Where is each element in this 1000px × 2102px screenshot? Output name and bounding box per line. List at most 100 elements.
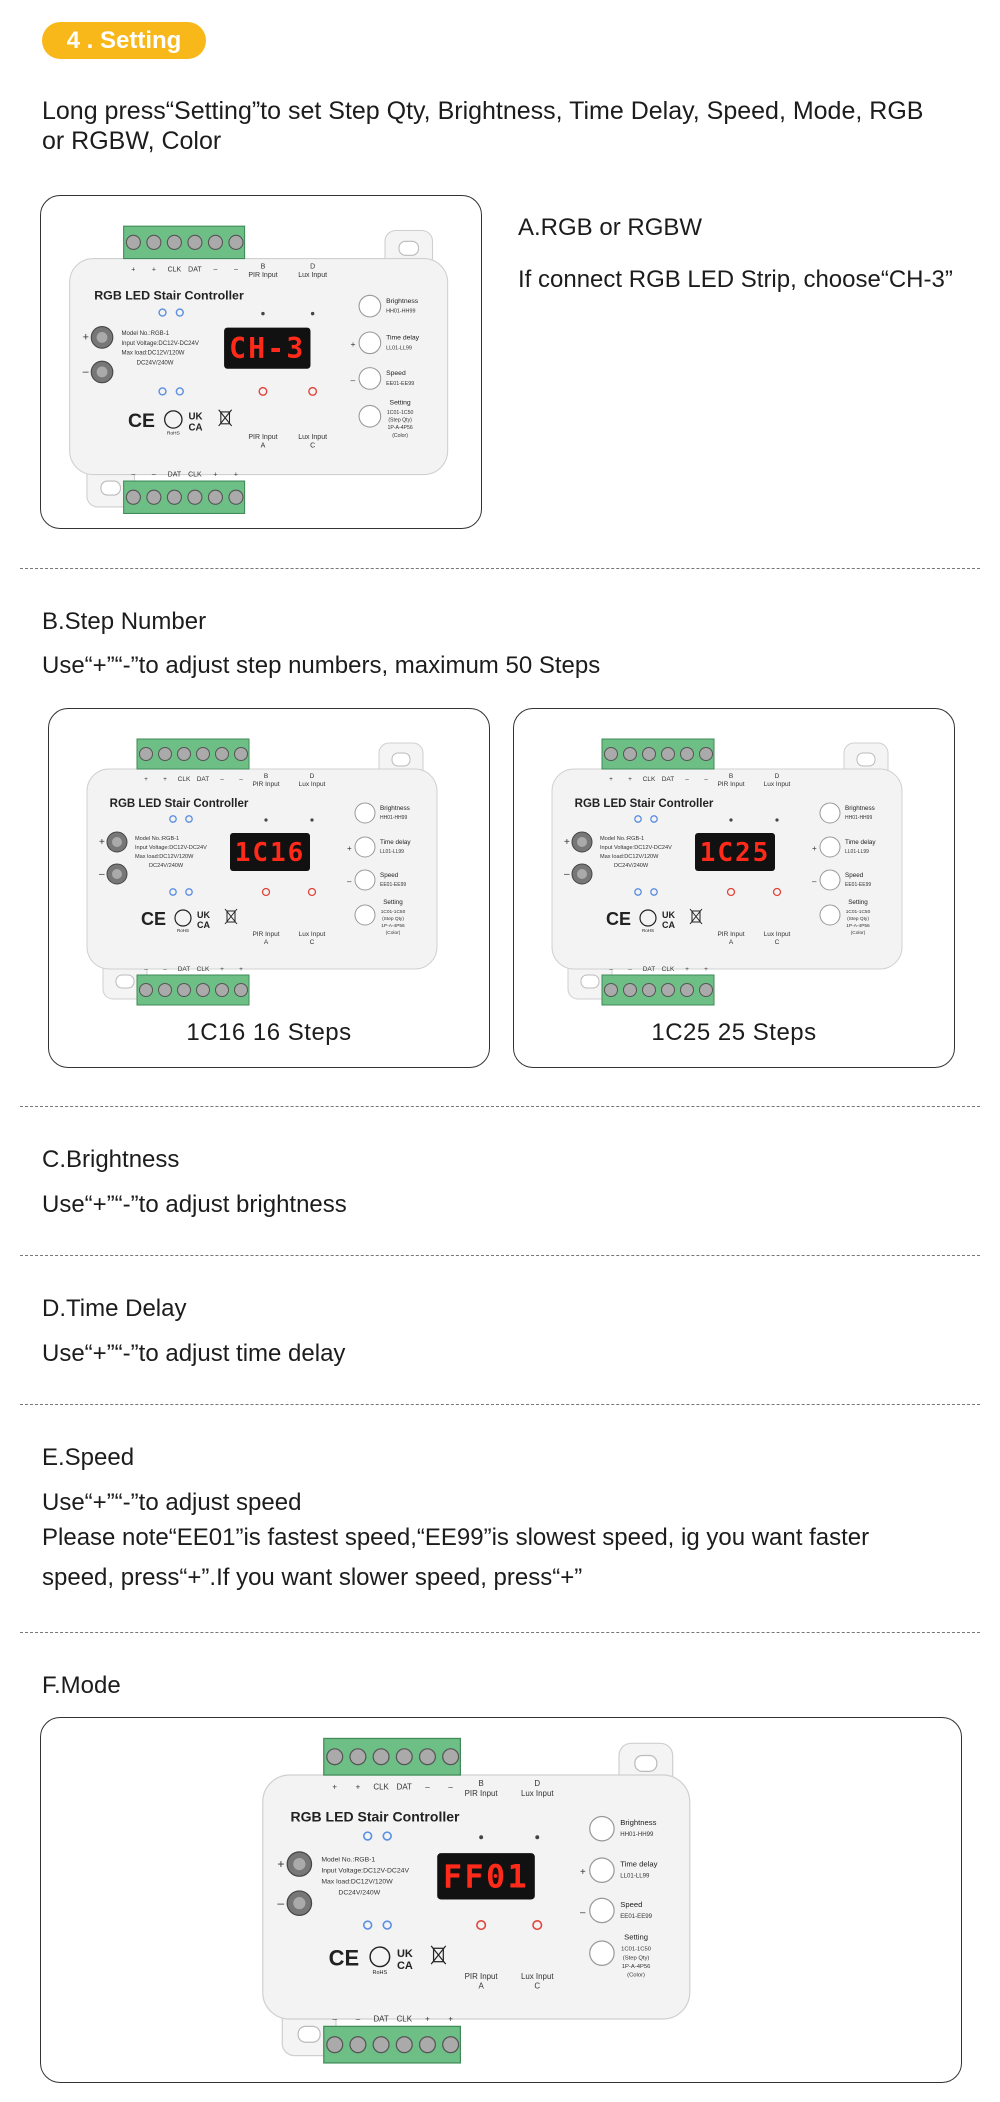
svg-text:+: + [277,1857,284,1871]
input-voltage-text: Input Voltage:DC12V-DC24V [135,845,207,851]
status-led [650,888,658,896]
input-d-label: D [310,263,315,270]
terminal-screw [680,983,694,997]
sensor-dot [479,1835,484,1840]
rohs-icon [369,1946,391,1968]
terminal-screw [146,489,162,505]
terminal-label: + [356,1783,361,1792]
display-readout: CH-3 [229,332,305,365]
terminal-label: – [239,776,243,783]
svg-text:Speed: Speed [845,872,864,879]
svg-text:–: – [564,869,570,880]
ukca-mark: UK [188,411,202,422]
input-a-label: A [264,939,269,946]
time-delay-button: + Time delay LL01-LL99 [812,836,876,858]
terminal-screw [228,489,244,505]
terminal-screw [623,747,637,761]
terminal-screw [158,747,172,761]
svg-text:–: – [347,877,352,886]
terminal-label: CLK [643,776,656,783]
model-text: Model No.:RGB-1 [600,836,644,842]
sensor-led-red [476,1920,487,1931]
terminal-screw [177,983,191,997]
terminal-label: + [332,1783,337,1792]
plus-knob: + [277,1851,313,1877]
terminal-label: CLK [168,267,182,274]
sensor-led-red [258,386,268,396]
pir-input-label-top: PIR Input [717,781,744,788]
sensor-dot [261,311,265,316]
ce-mark: CE [128,410,155,432]
weee-bin-icon [218,409,233,427]
terminal-screw [418,1748,437,1766]
section-a-title: A.RGB or RGBW [518,214,703,241]
svg-text:(Color): (Color) [392,433,408,439]
lux-input-label-bottom: Lux Input [299,931,326,938]
sensor-dot [310,311,315,316]
svg-text:+: + [350,339,355,349]
svg-text:RoHS: RoHS [167,431,181,437]
terminal-screw [349,2036,367,2054]
max-load-text-2: DC24V/240W [614,863,649,869]
pir-input-label-top: PIR Input [465,1789,499,1798]
svg-text:CA: CA [397,1960,413,1972]
sensor-led-red [726,887,736,897]
terminal-screw [234,983,248,997]
status-led [382,1920,392,1930]
terminal-label: CLK [662,966,675,973]
speed-button: – Speed EE01-EE99 [580,1897,653,1924]
lux-input-label-bottom: Lux Input [298,434,327,441]
terminal-screw [326,2036,344,2054]
input-voltage-text: Input Voltage:DC12V-DC24V [121,341,198,347]
terminal-screw [215,983,229,997]
terminal-screw [207,234,224,250]
svg-text:EE01-EE99: EE01-EE99 [620,1913,652,1920]
brightness-button: Brightness HH01-HH99 [358,294,419,318]
status-led [634,888,642,896]
sensor-led-red [308,386,318,396]
terminal-screw [177,747,191,761]
controller-title: RGB LED Stair Controller [94,289,244,303]
terminal-label: – [333,2014,338,2023]
plus-knob: + [99,831,128,853]
minus-knob: – [99,863,128,885]
led-display: 1C16 [230,833,310,871]
svg-text:CA: CA [662,920,675,930]
terminal-screw [234,747,248,761]
svg-text:–: – [812,877,817,886]
terminal-screw [196,983,210,997]
brightness-button: Brightness HH01-HH99 [819,802,875,824]
terminal-label: + [234,472,238,479]
max-load-text-2: DC24V/240W [338,1890,380,1897]
svg-text:–: – [350,375,355,385]
svg-text:Brightness: Brightness [620,1818,656,1827]
status-led [169,815,177,823]
terminal-label: + [213,472,217,479]
terminal-label: + [704,966,708,973]
certification-marks: CE RoHS UK CA [606,908,703,933]
status-led [175,308,184,317]
section-f-title: F.Mode [42,1672,121,1699]
input-c-label: C [310,939,315,946]
sensor-dot [535,1835,540,1840]
divider [20,1255,980,1256]
display-readout: FF01 [443,1859,529,1895]
svg-text:(Step Qty): (Step Qty) [388,418,412,424]
svg-text:+: + [812,844,817,853]
top-terminal-block [601,738,715,770]
speed-button: – Speed EE01-EE99 [812,869,871,891]
lux-input-label-top: Lux Input [764,781,791,788]
certification-marks: CE RoHS UK CA [128,409,233,437]
model-text: Model No.:RGB-1 [321,1857,375,1864]
minus-knob: – [83,360,114,384]
terminal-screw [418,2036,437,2054]
terminal-label: – [628,966,632,973]
rohs-icon [639,909,657,927]
input-d-label: D [775,773,780,780]
svg-text:HH01-HH99: HH01-HH99 [380,815,407,821]
svg-text:1C01-1C50: 1C01-1C50 [621,1947,652,1953]
terminal-label: CLK [397,2014,413,2023]
section-d-title: D.Time Delay [42,1295,187,1322]
top-terminal-block [136,738,250,770]
